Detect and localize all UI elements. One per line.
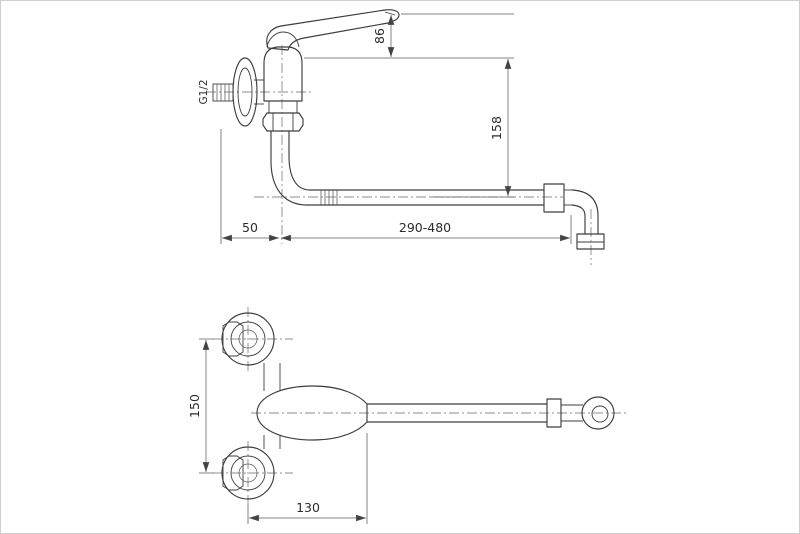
dimension-130: 130	[247, 433, 368, 524]
front-view: 150 130	[187, 307, 629, 524]
spout-nut	[262, 112, 304, 132]
dim-50-label: 50	[242, 220, 258, 235]
mixer-body	[263, 31, 303, 113]
dim-130-label: 130	[296, 500, 320, 515]
side-view: G1/2	[198, 9, 605, 265]
aerator-outlet	[581, 396, 615, 430]
dimension-50: 50	[220, 129, 572, 244]
front-body	[256, 385, 368, 441]
thread-stub	[212, 83, 234, 102]
spout-tube	[270, 130, 545, 206]
dim-290-480-label: 290-480	[399, 220, 451, 235]
bottom-flange	[221, 435, 281, 500]
dim-150-label: 150	[187, 394, 202, 418]
dim-158-label: 158	[489, 116, 504, 140]
dimension-158: 158	[431, 59, 514, 198]
wall-flange	[232, 57, 264, 127]
spout-elbow	[543, 183, 605, 250]
top-flange	[221, 312, 281, 391]
dimension-86: 86	[304, 13, 514, 59]
thread-size-label: G1/2	[198, 79, 210, 104]
dimension-290-480: 290-480	[281, 220, 570, 242]
dimension-150: 150	[187, 338, 214, 474]
dim-86-label: 86	[372, 28, 387, 44]
front-spout-tube	[366, 398, 583, 428]
lever-handle	[266, 9, 400, 51]
